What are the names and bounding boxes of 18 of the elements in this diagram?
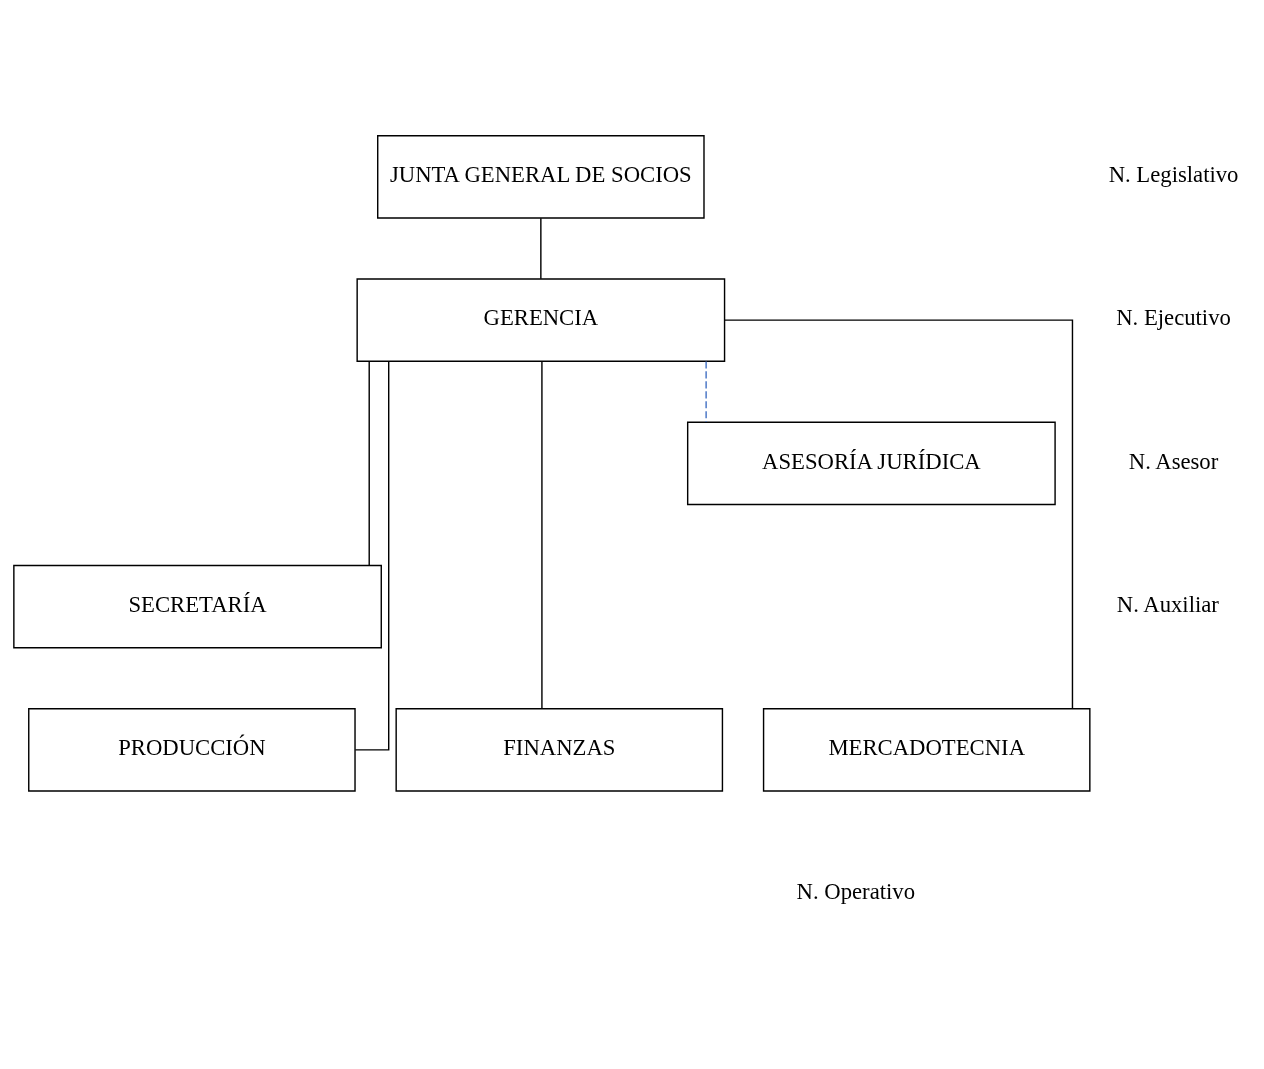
- connector: [540, 217, 542, 279]
- node-box: MERCADOTECNIA: [762, 707, 1091, 792]
- connector: [354, 360, 390, 751]
- connector: [724, 318, 1074, 709]
- node-box: FINANZAS: [395, 707, 724, 792]
- label: N. Auxiliar: [1116, 591, 1219, 617]
- node-box: PRODUCCIÓN: [28, 707, 356, 792]
- node-box: JUNTA GENERAL DE SOCIOS: [377, 134, 705, 219]
- node-box: SECRETARÍA: [13, 564, 382, 648]
- label: N. Ejecutivo: [1116, 304, 1231, 330]
- label: N. Operativo: [796, 878, 916, 904]
- connector: [368, 360, 370, 566]
- connector: [541, 360, 543, 709]
- label: N. Asesor: [1128, 448, 1219, 474]
- node-box: ASESORÍA JURÍDICA: [686, 421, 1056, 505]
- node-box: GERENCIA: [356, 277, 726, 362]
- connector: [705, 360, 707, 423]
- label: N. Legislativo: [1108, 161, 1239, 187]
